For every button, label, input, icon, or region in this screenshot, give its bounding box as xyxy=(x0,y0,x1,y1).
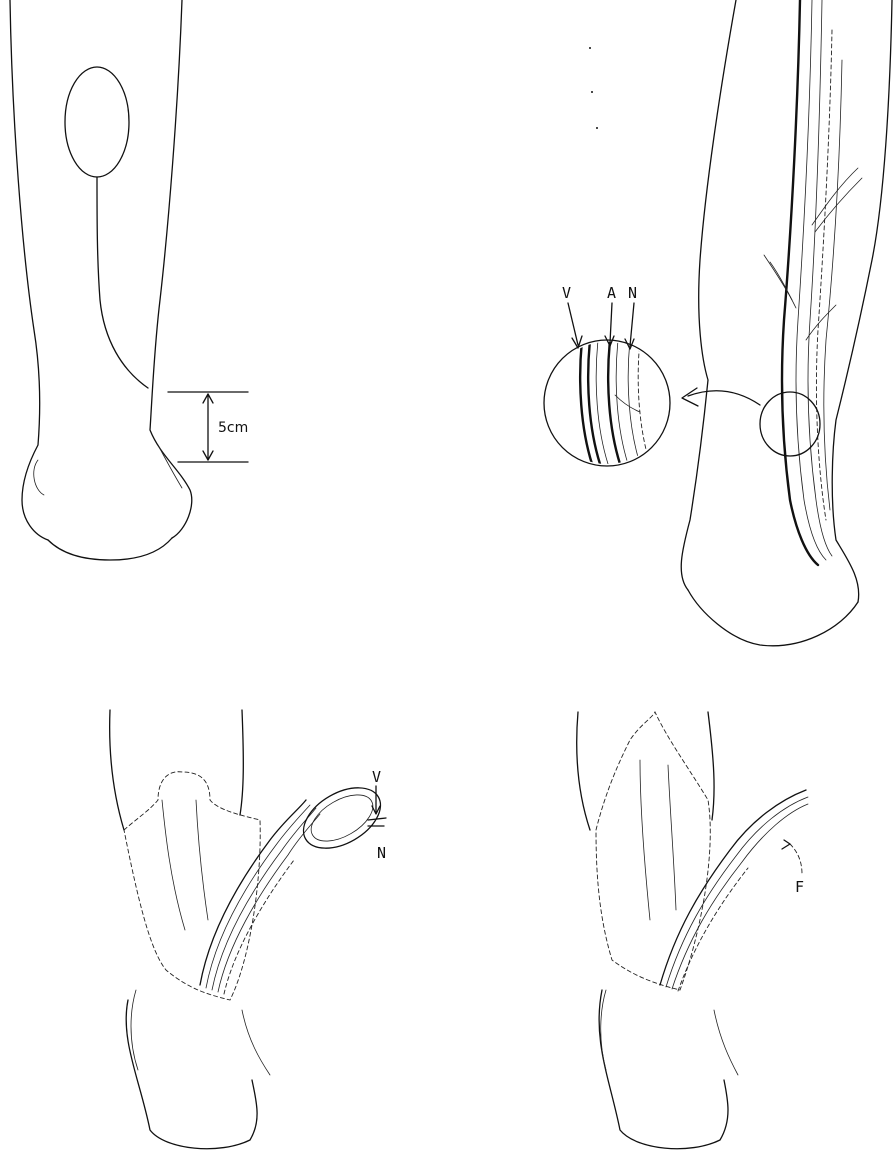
fascia-strip xyxy=(660,790,806,985)
flap-island-outline xyxy=(65,67,129,177)
label-artery: A xyxy=(607,284,616,302)
leg3-outline-right xyxy=(240,710,243,815)
fascia-label: F xyxy=(795,878,804,896)
panel-flap-raised: V N xyxy=(110,710,391,1149)
flap-vessel-ends xyxy=(368,818,386,826)
sural-bundle-line-4 xyxy=(816,30,832,520)
heel3-outline xyxy=(126,1000,257,1149)
magnify-arrow-shaft xyxy=(688,391,760,405)
heel2-outline xyxy=(688,590,858,646)
incision-line xyxy=(97,177,148,388)
arrow-artery-shaft xyxy=(610,303,612,343)
magnify-arrow-head xyxy=(682,388,698,406)
sural-bundle-line-2 xyxy=(796,0,826,560)
measurement-label: 5cm xyxy=(218,420,248,436)
leg2-outline-left xyxy=(681,0,736,590)
magnified-vessels xyxy=(580,340,652,470)
tendon4 xyxy=(640,760,676,920)
label-nerve: N xyxy=(628,284,637,302)
tendon-stump xyxy=(162,800,208,930)
leg-outline-left xyxy=(10,0,48,540)
wound4-outline xyxy=(596,712,710,990)
flap-label-nerve: N xyxy=(377,844,386,862)
magnified-inset-circle xyxy=(544,340,670,466)
sural-bundle-line-5 xyxy=(824,60,842,510)
label-vein: V xyxy=(562,284,571,302)
panel-leg-flap-design: 5cm xyxy=(10,0,248,560)
branch-1b xyxy=(815,178,862,232)
fascia-pointer xyxy=(790,844,802,874)
ankle-bump-right xyxy=(158,445,182,488)
heel4-outline xyxy=(599,990,728,1149)
branch-1 xyxy=(812,168,858,225)
selection-circle xyxy=(760,392,820,456)
flap-label-vein: V xyxy=(372,768,381,786)
leg-outline-right xyxy=(150,0,192,538)
leg3-outline-left xyxy=(110,710,124,830)
panel-fascial-flap: F xyxy=(577,712,808,1149)
heel-outline xyxy=(48,538,172,560)
ankle-bump-left xyxy=(34,460,44,495)
leg4-outline-left xyxy=(577,712,590,830)
panel-vessel-anatomy: V A N xyxy=(544,0,892,646)
